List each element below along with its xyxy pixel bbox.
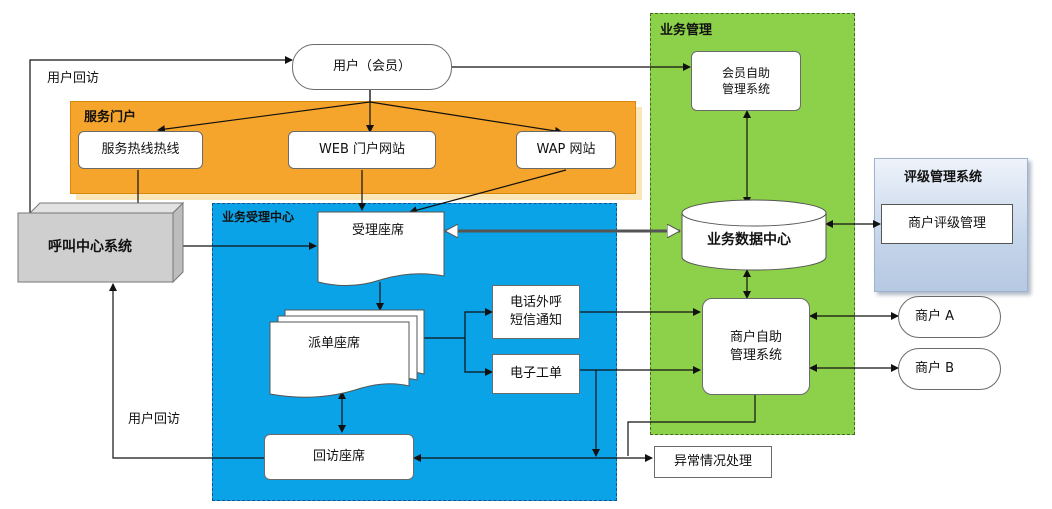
arrow-returnvisit-to-callcenter [109, 283, 264, 459]
arrow-dispatch-branch [422, 308, 493, 339]
user-member-node: 用户（会员） [292, 44, 452, 90]
business-data-center-cylinder [681, 199, 827, 271]
web-portal-node: WEB 门户网站 [288, 131, 436, 169]
business-data-center-label: 业务数据中心 [707, 232, 791, 248]
user-return-visit-bottom-label: 用户回访 [128, 412, 181, 427]
call-center-label: 呼叫中心系统 [48, 239, 132, 255]
return-visit-seat-node: 回访座席 [264, 434, 414, 480]
phone-sms-node: 电话外呼 短信通知 [492, 285, 580, 339]
user-return-visit-top-label: 用户回访 [47, 71, 100, 86]
merchant-self-service-node: 商户自助 管理系统 [702, 298, 810, 395]
member-self-service-node: 会员自助 管理系统 [691, 51, 801, 111]
wap-site-node: WAP 网站 [516, 131, 616, 169]
business-acceptance-title: 业务受理中心 [222, 210, 295, 224]
arrow-callcenter-to-user [29, 56, 293, 215]
business-management-title: 业务管理 [660, 23, 713, 38]
merchant-rating-node: 商户评级管理 [881, 204, 1013, 244]
arrow-user-to-hotline [157, 90, 371, 134]
merchant-b-node: 商户 B [898, 348, 1001, 390]
call-center-block [17, 201, 185, 284]
dispatch-stack-front [269, 321, 410, 398]
acceptance-seat-label: 受理座席 [352, 223, 405, 238]
hotline-node: 服务热线热线 [78, 131, 203, 169]
arrow-user-to-wap [369, 101, 563, 135]
rating-system-title: 评级管理系统 [904, 170, 983, 185]
service-portal-title: 服务门户 [84, 110, 137, 125]
dispatch-seat-label: 派单座席 [308, 336, 361, 351]
arrow-merchant-to-exception [627, 395, 756, 456]
arrow-wap-to-acceptance [409, 169, 567, 215]
merchant-a-node: 商户 A [898, 296, 1001, 338]
arrow-dispatch-to-ticket [464, 338, 493, 376]
exception-handling-node: 异常情况处理 [654, 446, 772, 478]
acceptance-seat-shape [317, 211, 445, 286]
e-ticket-node: 电子工单 [492, 354, 580, 394]
